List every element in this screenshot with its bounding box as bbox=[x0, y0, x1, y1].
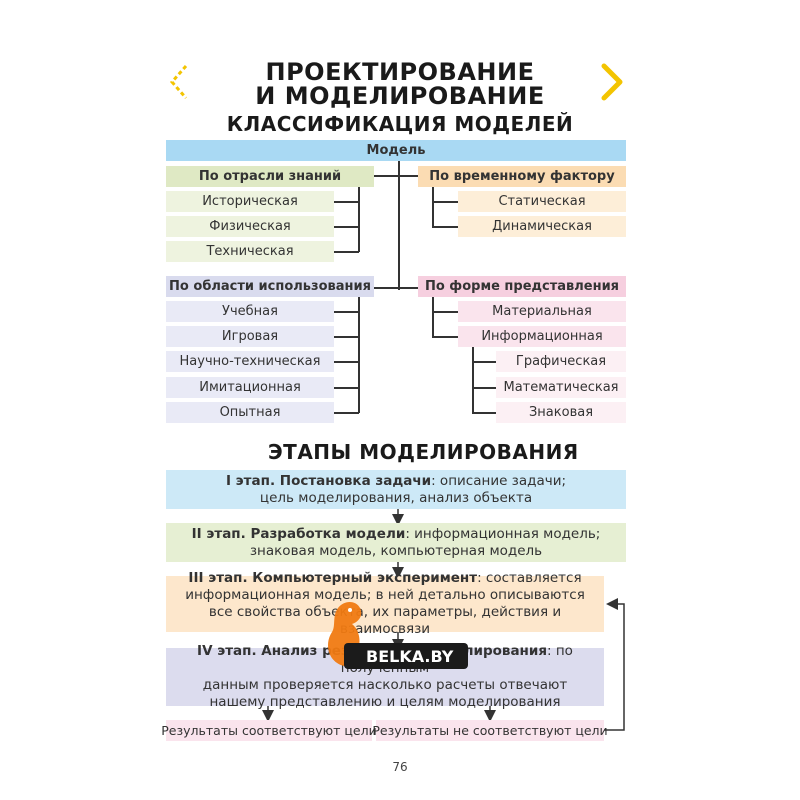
usage-item: Игровая bbox=[166, 326, 334, 347]
stage-2-line2: знаковая модель, компьютерная модель bbox=[249, 542, 543, 559]
usage-item: Учебная bbox=[166, 301, 334, 322]
stage-2: II этап. Разработка модели: информационн… bbox=[166, 523, 626, 562]
chevron-left-icon[interactable] bbox=[168, 64, 190, 100]
stage-4-line2: данным проверяется насколько расчеты отв… bbox=[202, 677, 568, 693]
knowledge-item: Физическая bbox=[166, 216, 334, 237]
watermark-badge: BELKA.BY bbox=[344, 643, 468, 669]
page-title-line2: И МОДЕЛИРОВАНИЕ bbox=[255, 82, 545, 110]
stage-3-line2: информационная модель; в ней детально оп… bbox=[185, 587, 585, 603]
stage-3-text: : составляется bbox=[477, 570, 582, 586]
classification-root: Модель bbox=[166, 140, 626, 161]
stage-1-head: I этап. Постановка задачи bbox=[225, 472, 432, 489]
stage-3-head: III этап. Компьютерный эксперимент bbox=[188, 570, 478, 586]
result-match: Результаты соответствуют цели bbox=[161, 720, 377, 741]
stage-2-text: : информационная модель; bbox=[405, 525, 601, 542]
group-header-usage: По области использования bbox=[166, 276, 374, 297]
section-title-stages: ЭТАПЫ МОДЕЛИРОВАНИЯ bbox=[268, 440, 579, 464]
section-title-classification: КЛАССИФИКАЦИЯ МОДЕЛЕЙ bbox=[226, 112, 574, 136]
stage-3: III этап. Компьютерный эксперимент: сост… bbox=[166, 570, 604, 637]
form-sub-item: Математическая bbox=[496, 377, 626, 398]
form-item: Материальная bbox=[458, 301, 626, 322]
form-item: Информационная bbox=[458, 326, 626, 347]
stage-4-line3: нашему представлению и целям моделирован… bbox=[209, 694, 561, 710]
usage-item: Имитационная bbox=[166, 377, 334, 398]
group-header-form: По форме представления bbox=[418, 276, 626, 297]
page-number: 76 bbox=[392, 760, 408, 774]
chevron-right-icon[interactable] bbox=[600, 62, 626, 102]
knowledge-item: Историческая bbox=[166, 191, 334, 212]
page-title-line1: ПРОЕКТИРОВАНИЕ bbox=[265, 58, 535, 86]
stage-2-head: II этап. Разработка модели bbox=[191, 525, 406, 542]
time-item: Динамическая bbox=[458, 216, 626, 237]
stage-1-line2: цель моделирования, анализ объекта bbox=[259, 489, 533, 506]
stage-1-text: : описание задачи; bbox=[431, 472, 567, 489]
knowledge-item: Техническая bbox=[166, 241, 334, 262]
stage-1: I этап. Постановка задачи: описание зада… bbox=[166, 470, 626, 509]
usage-item: Опытная bbox=[166, 402, 334, 423]
group-header-knowledge: По отрасли знаний bbox=[166, 166, 374, 187]
form-sub-item: Знаковая bbox=[496, 402, 626, 423]
usage-item: Научно-техническая bbox=[166, 351, 334, 372]
stage-3-line3: все свойства объекта, их параметры, дейс… bbox=[208, 604, 562, 637]
group-header-time: По временному фактору bbox=[418, 166, 626, 187]
form-sub-item: Графическая bbox=[496, 351, 626, 372]
result-mismatch: Результаты не соответствуют цели bbox=[372, 720, 608, 741]
time-item: Статическая bbox=[458, 191, 626, 212]
